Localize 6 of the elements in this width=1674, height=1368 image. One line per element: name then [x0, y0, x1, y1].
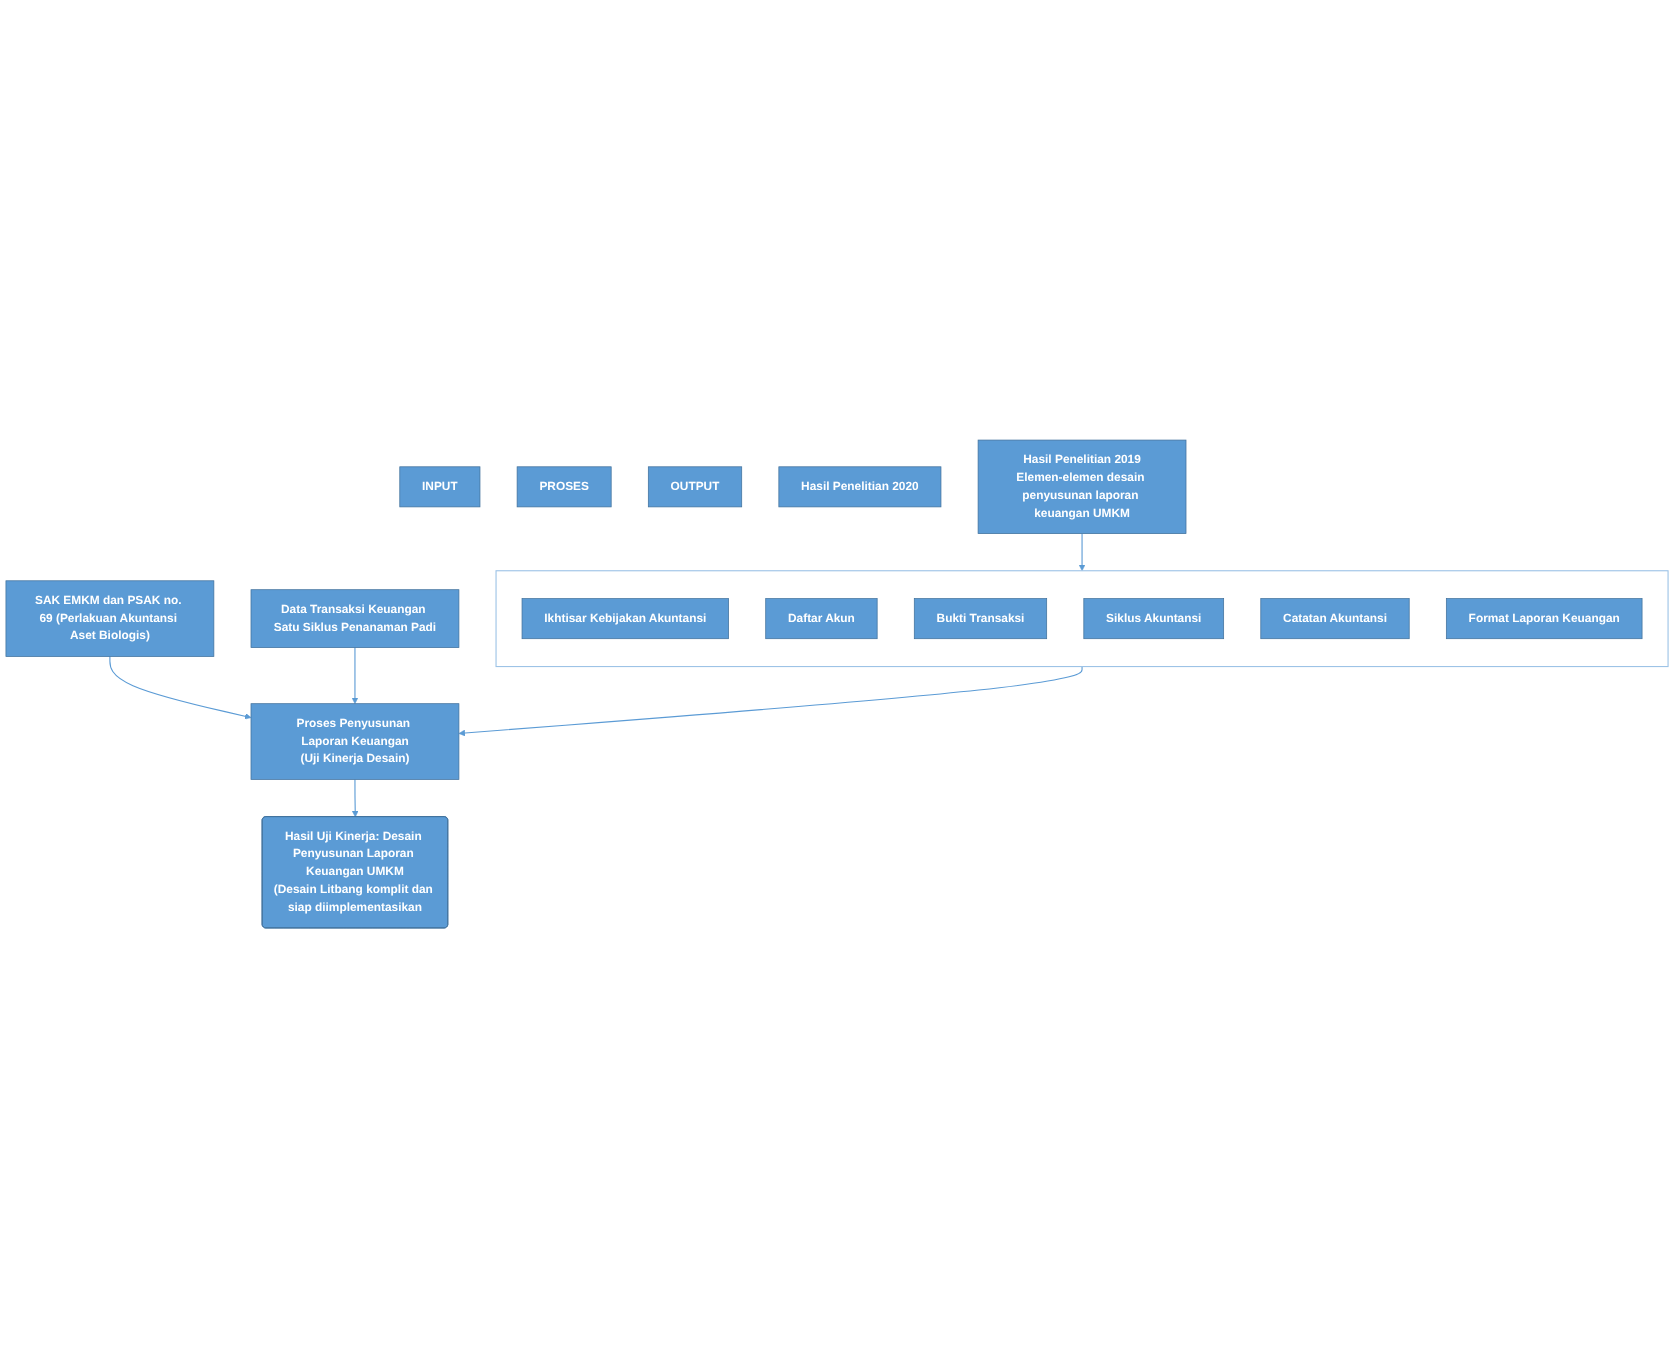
arrow [351, 647, 359, 704]
arrow [458, 666, 1083, 737]
arrow [351, 778, 359, 818]
arrow [1078, 533, 1086, 572]
cluster [495, 570, 1669, 668]
arrow [109, 655, 252, 720]
